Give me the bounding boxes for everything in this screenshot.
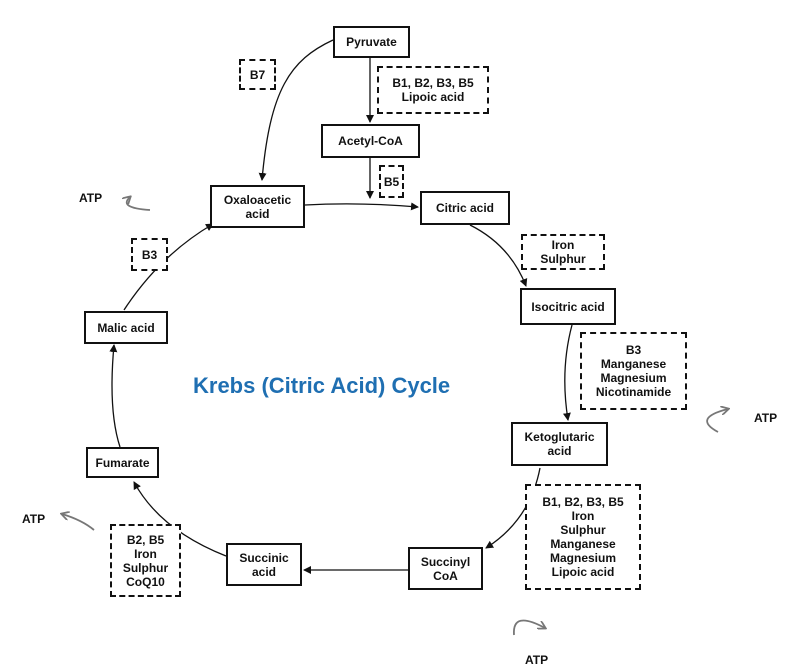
- arrow-fumarate-to-malic: [109, 344, 121, 448]
- node-ketoglutaric-line-1: Ketoglutaric: [524, 430, 595, 444]
- node-acetyl-coa: Acetyl-CoA: [321, 124, 420, 158]
- cofactor-b3: B3: [131, 238, 168, 271]
- node-malic-acid: Malic acid: [84, 311, 168, 344]
- cofactor-succinic-to-fumarate: B2, B5 Iron Sulphur CoQ10: [110, 524, 181, 597]
- cofactor-line: Magnesium: [600, 371, 667, 385]
- atp-label-right: ATP: [754, 411, 778, 425]
- cofactor-line: Nicotinamide: [595, 385, 672, 399]
- node-succinic-line-1: Succinic: [239, 550, 289, 565]
- arrow-ketoglutaric-to-succinyl: [485, 467, 541, 549]
- cofactor-line: B3: [625, 343, 642, 357]
- arrow-isocitric-to-ketoglutaric: [562, 324, 573, 421]
- cofactor-line: Iron: [551, 238, 575, 252]
- cofactor-isocitric-to-ketoglutaric: B3 Manganese Magnesium Nicotinamide: [580, 332, 687, 410]
- cofactor-pyruvate-to-acetyl: B1, B2, B3, B5 Lipoic acid: [377, 66, 489, 114]
- node-succinyl-line-2: CoA: [433, 568, 458, 583]
- cofactor-line: B1, B2, B3, B5: [542, 495, 624, 509]
- cofactor-line: Sulphur: [560, 523, 606, 537]
- cofactor-line: CoQ10: [126, 574, 165, 589]
- cofactor-b5-text: B5: [383, 174, 400, 189]
- node-succinyl-line-1: Succinyl: [420, 554, 471, 569]
- cofactor-line: Iron: [134, 546, 157, 561]
- cofactor-b5: B5: [379, 165, 404, 198]
- node-succinic-line-2: acid: [251, 564, 276, 579]
- atp-curved-arrow-top-left: [127, 197, 151, 211]
- atp-label-bottom: ATP: [525, 653, 549, 667]
- cofactor-b7: B7: [239, 59, 276, 90]
- arrow-pyruvate-to-oxaloacetic: [258, 39, 334, 181]
- arrow-oxaloacetic-to-citric: [304, 202, 419, 211]
- cofactor-line: Manganese: [550, 537, 616, 551]
- cofactor-ketoglutaric-to-succinyl: B1, B2, B3, B5 Iron Sulphur Manganese Ma…: [525, 484, 641, 590]
- diagram-title: Krebs (Citric Acid) Cycle: [193, 373, 451, 398]
- cofactor-line: Manganese: [600, 357, 667, 371]
- node-citric-acid: Citric acid: [420, 191, 510, 225]
- node-fumarate: Fumarate: [86, 447, 159, 478]
- node-pyruvate: Pyruvate: [333, 26, 410, 58]
- atp-curved-arrow-left: [62, 514, 95, 531]
- cofactor-line: B1, B2, B3, B5: [392, 76, 474, 90]
- cofactor-line: Lipoic acid: [551, 565, 615, 579]
- cofactor-line: Iron: [571, 509, 595, 523]
- cofactor-iron-sulphur: Iron Sulphur: [521, 234, 605, 270]
- cofactor-line: Lipoic acid: [401, 90, 465, 104]
- cofactor-b3-text: B3: [141, 247, 158, 262]
- cofactor-line: Sulphur: [540, 252, 586, 266]
- atp-curved-arrow-right: [706, 409, 728, 433]
- cofactor-b7-text: B7: [249, 67, 266, 82]
- node-oxaloacetic-line-2: acid: [245, 206, 270, 221]
- node-ketoglutaric-line-2: acid: [547, 444, 572, 458]
- atp-label-top-left: ATP: [79, 191, 103, 205]
- cofactor-line: Sulphur: [122, 560, 169, 575]
- node-isocitric-acid: Isocitric acid: [520, 288, 616, 325]
- atp-label-left: ATP: [22, 512, 46, 526]
- cofactor-line: B2, B5: [126, 532, 165, 547]
- cofactor-line: Magnesium: [549, 551, 616, 565]
- arrow-citric-to-isocitric: [469, 224, 528, 287]
- atp-curved-arrow-bottom: [513, 619, 545, 636]
- node-oxaloacetic-line-1: Oxaloacetic: [223, 192, 292, 207]
